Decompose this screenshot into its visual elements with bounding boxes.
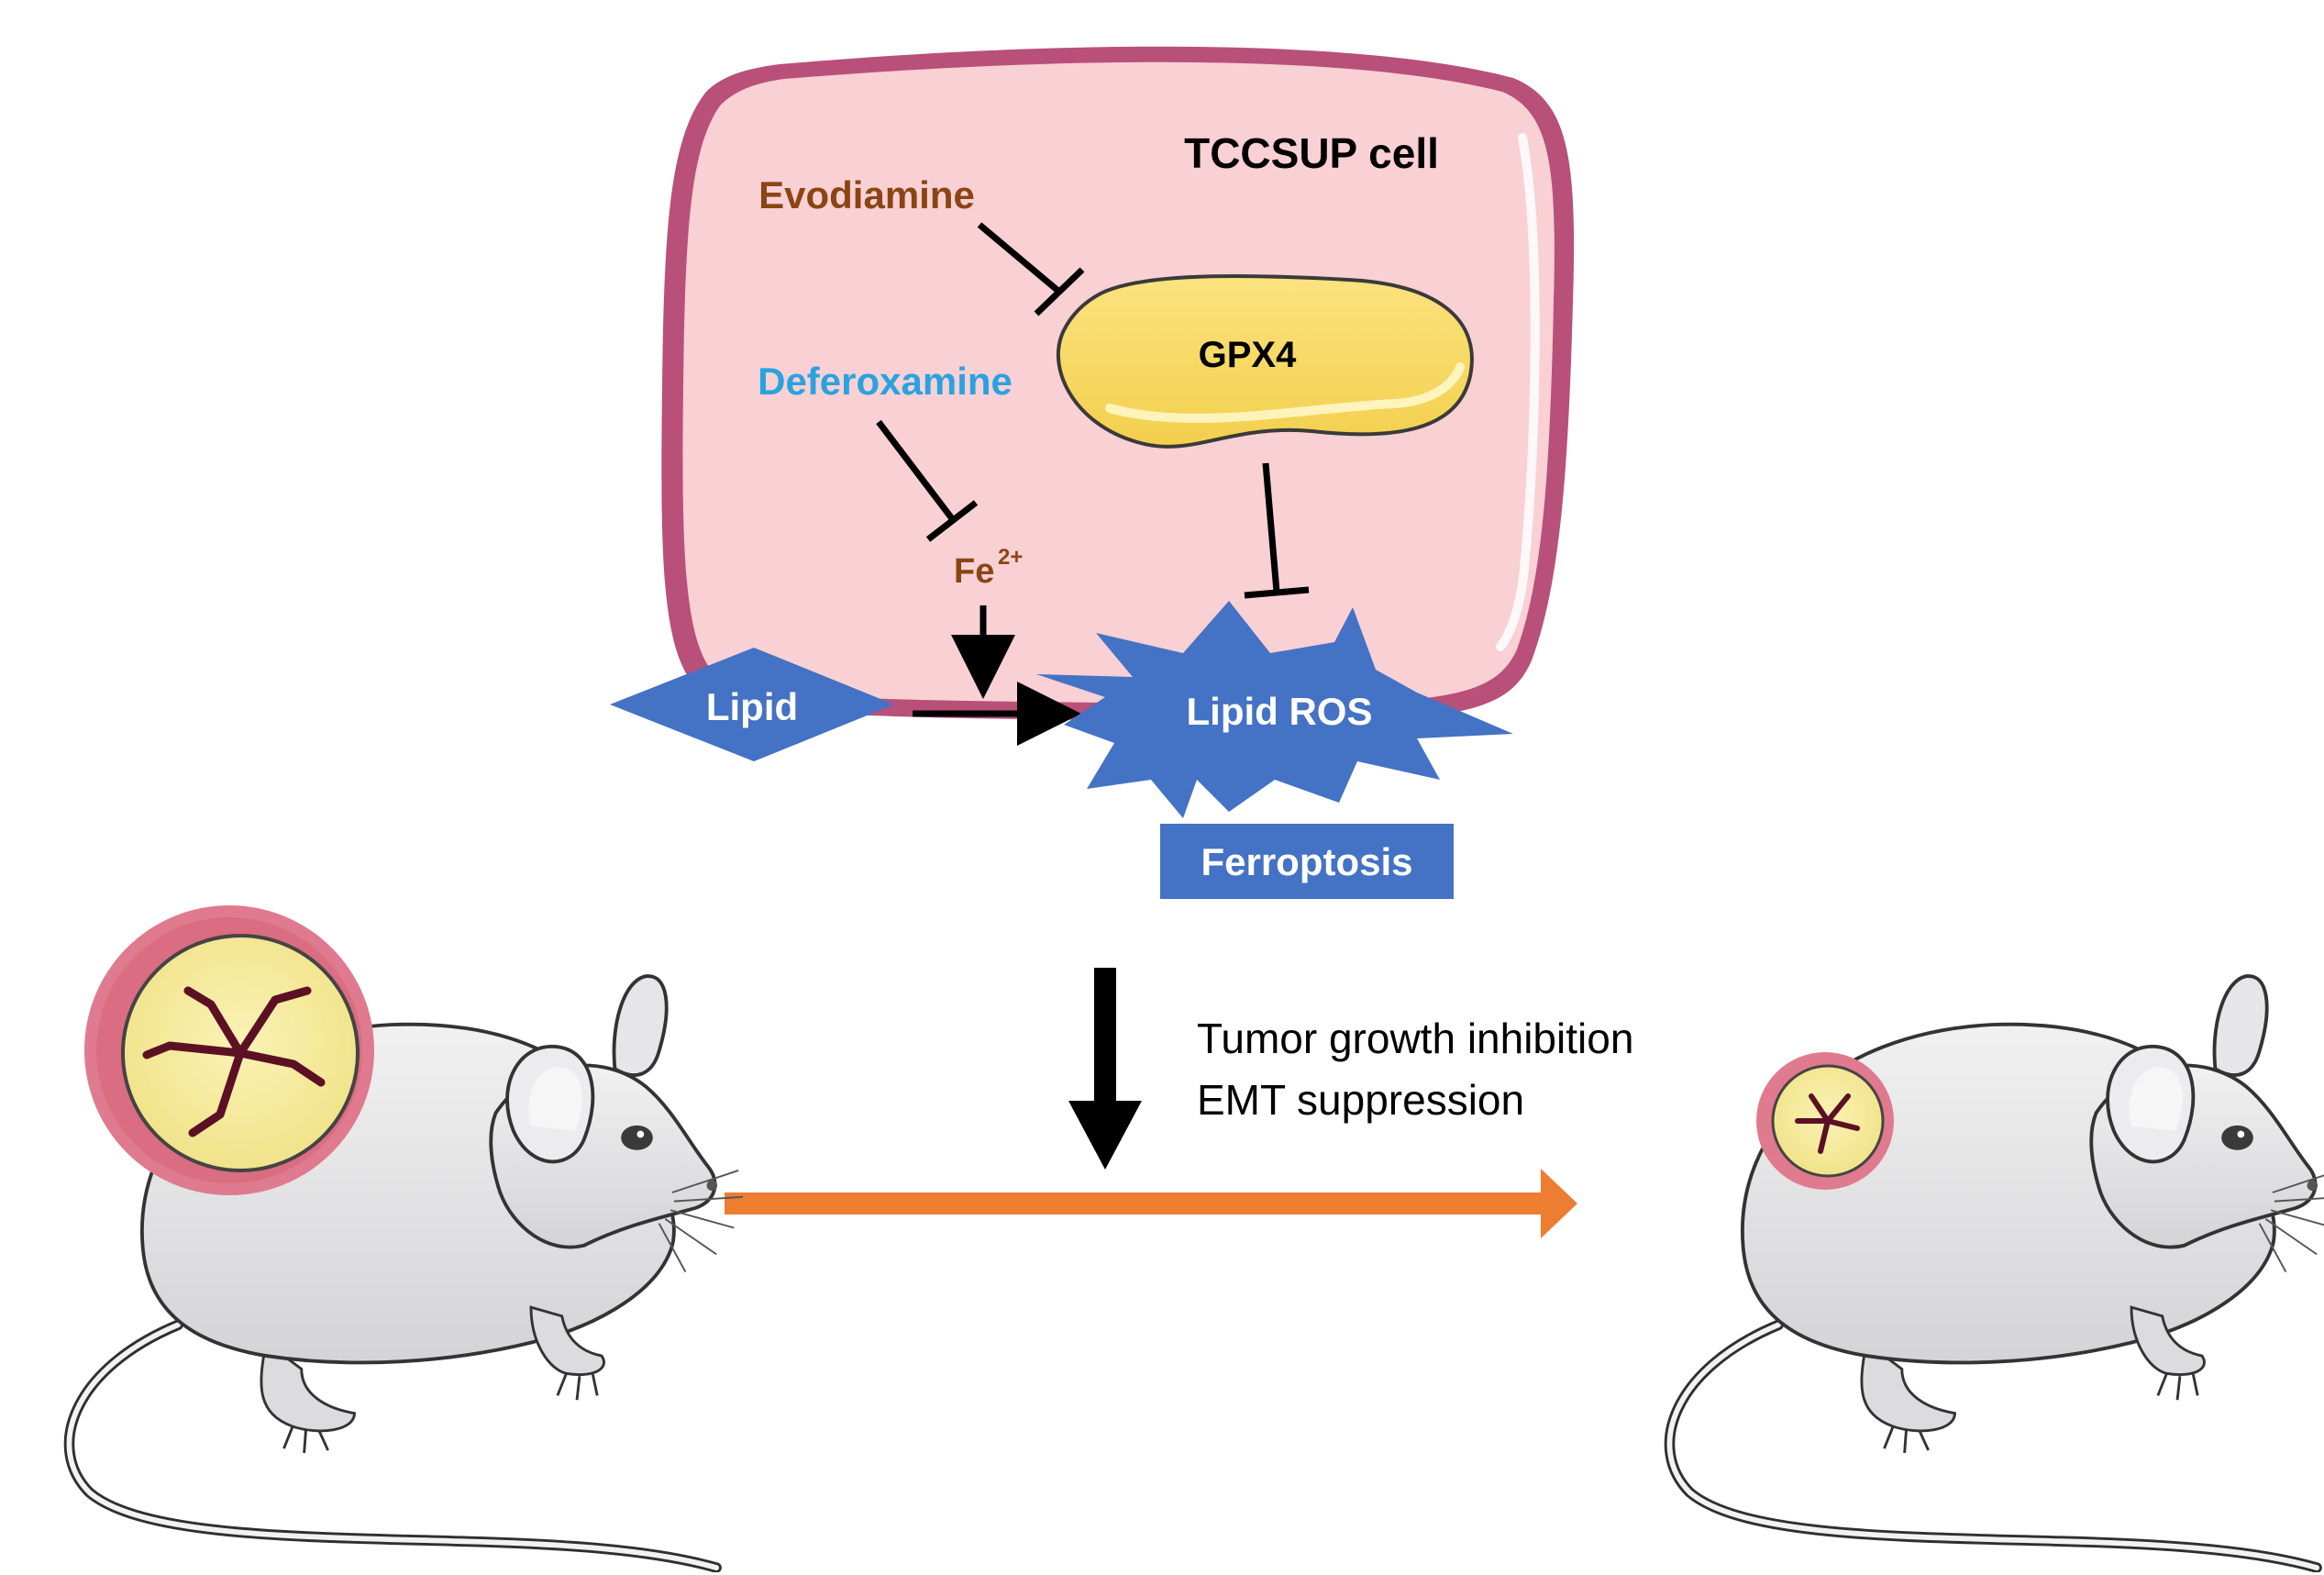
cell-highlight [1496,133,1540,651]
fe2-ion: Fe 2+ [954,545,1023,591]
outcome-line-1: Tumor growth inhibition [1197,1015,1633,1062]
ferroptosis-node: Ferroptosis [1160,824,1454,899]
lipid-ros-burst [1036,601,1513,818]
orange-treatment-arrow [725,1169,1577,1238]
ferroptosis-label: Ferroptosis [1201,840,1412,883]
cell-title: TCCSUP cell [1184,129,1439,177]
treatment-down-arrow [1068,968,1142,1170]
ferroptosis-box [1160,824,1454,899]
gpx4-label: GPX4 [1199,335,1297,375]
gpx4-organelle: GPX4 [1056,273,1474,449]
lipid-node: Lipid [610,648,894,761]
gpx4-inhibits-lipid-ros [1244,462,1310,599]
lipid-ros-label: Lipid ROS [1187,690,1373,733]
mouse-after-treatment [1669,976,2324,1568]
outcome-line-2: EMT suppression [1197,1076,1524,1124]
lipid-diamond [610,648,894,761]
large-tumor [84,905,374,1195]
lipid-ros-node: Lipid ROS [1036,601,1513,818]
deferoxamine-label: Deferoxamine [758,360,1013,403]
deferoxamine-inhibits-fe [876,419,979,542]
evodiamine-inhibits-gpx4 [977,222,1085,316]
lipid-label: Lipid [706,685,798,728]
fe-label: Fe [954,552,994,591]
fe-charge: 2+ [998,545,1023,570]
mouse-before-treatment [69,905,743,1568]
evodiamine-label: Evodiamine [758,173,975,216]
gpx4-shine [1105,362,1465,423]
small-tumor [1756,1052,1894,1190]
